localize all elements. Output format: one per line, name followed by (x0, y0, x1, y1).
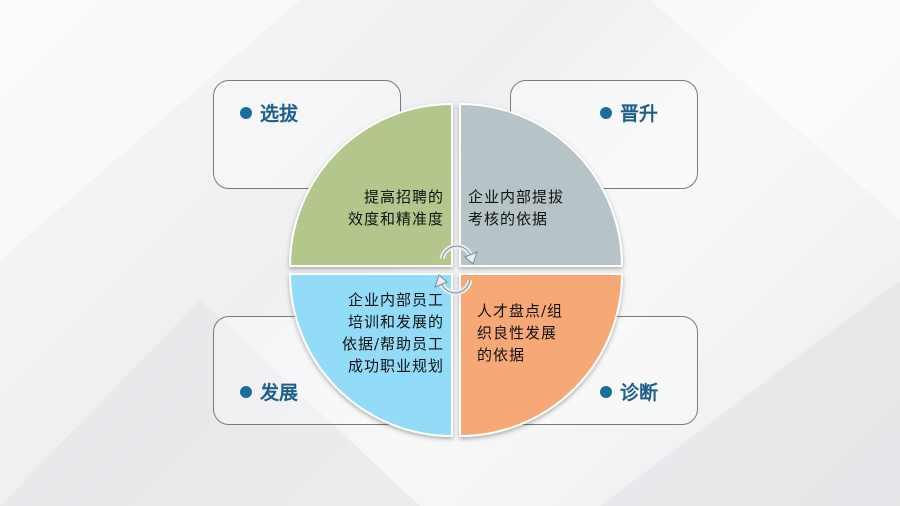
text-line: 提高招聘的 (363, 188, 444, 206)
bullet-icon (240, 106, 252, 119)
selection-title: 选拔 (260, 103, 299, 125)
selection-label: 选拔 (240, 99, 298, 126)
text-line: 考核的依据 (468, 210, 549, 228)
text-line: 人才盘点/组 (477, 302, 564, 320)
bullet-icon (600, 385, 612, 398)
bullet-icon (240, 385, 252, 398)
cycle-arrows-icon (439, 243, 473, 296)
text-line: 依据/帮助员工 (341, 335, 444, 353)
text-line: 的依据 (477, 346, 526, 364)
text-line: 企业内部提拔 (468, 188, 565, 206)
text-line: 企业内部员工 (347, 291, 444, 309)
development-title: 发展 (260, 382, 299, 404)
diagnosis-text: 人才盘点/组 织良性发展 的依据 (477, 300, 563, 366)
quadrant-diagnosis (459, 273, 624, 438)
text-line: 织良性发展 (477, 324, 558, 342)
promotion-text: 企业内部提拔 考核的依据 (468, 186, 564, 230)
bullet-icon (600, 106, 612, 119)
promotion-title: 晋升 (620, 103, 659, 125)
text-line: 培训和发展的 (347, 313, 444, 331)
diagnosis-label: 诊断 (600, 378, 658, 405)
text-line: 成功职业规划 (347, 357, 444, 375)
quadrant-development (288, 273, 453, 438)
quadrant-selection (288, 102, 453, 267)
diagnosis-title: 诊断 (620, 382, 659, 404)
selection-text: 提高招聘的 效度和精准度 (348, 186, 444, 230)
development-label: 发展 (240, 378, 298, 405)
quadrant-promotion (459, 102, 624, 267)
text-line: 效度和精准度 (347, 210, 444, 228)
promotion-label: 晋升 (600, 99, 658, 126)
development-text: 企业内部员工 培训和发展的 依据/帮助员工 成功职业规划 (342, 289, 444, 377)
